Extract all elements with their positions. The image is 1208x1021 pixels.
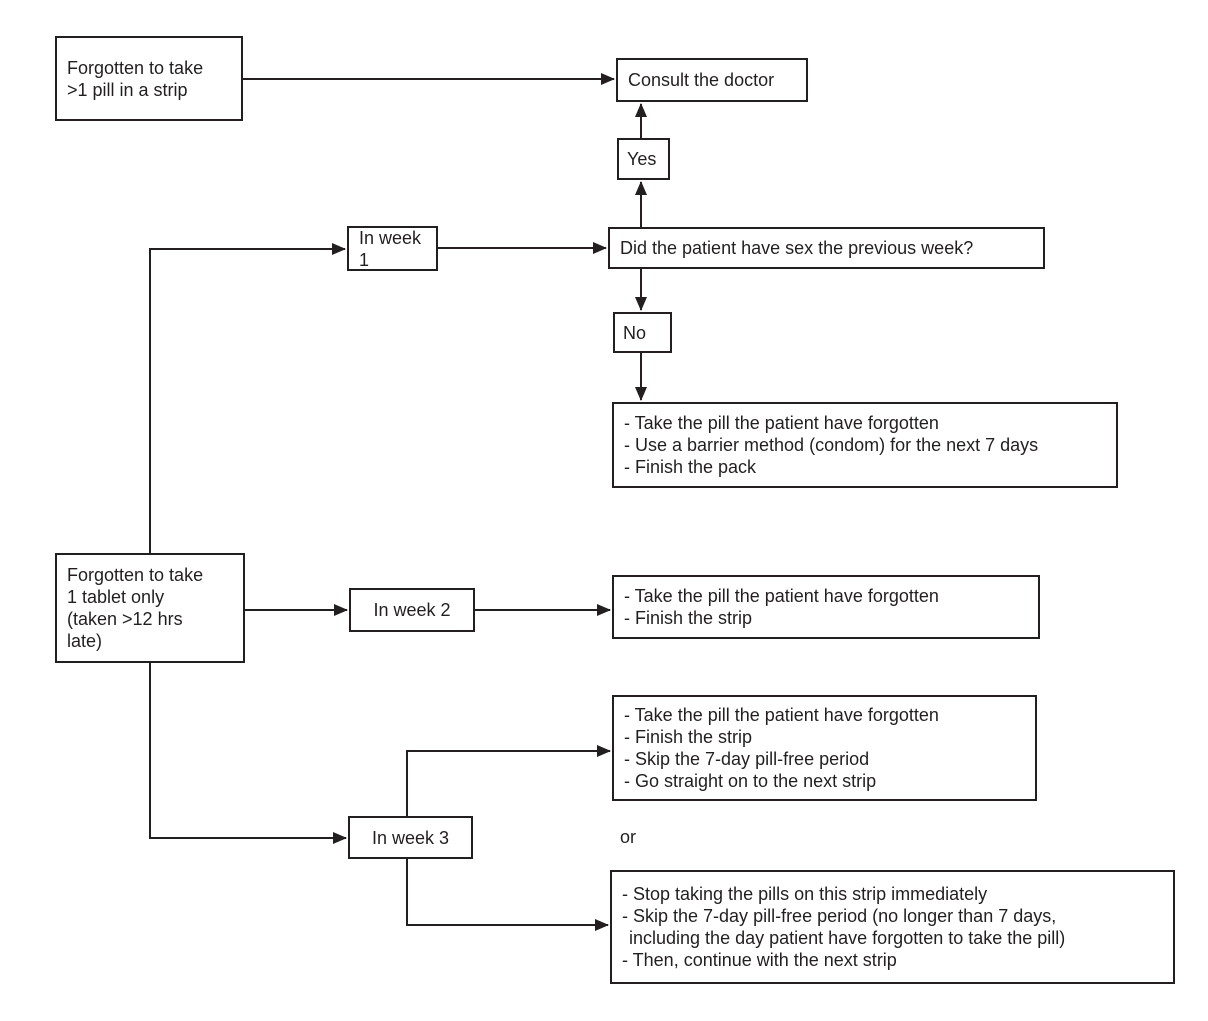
arrow-forgotten-single-to-week1 [149,243,346,553]
week3-option2-item-continuation: including the day patient have forgotten… [629,928,1066,948]
node-forgotten-multiple: Forgotten to take >1 pill in a strip [55,36,243,121]
arrow-forgotten-single-to-week3 [149,663,347,844]
node-in-week-2: In week 2 [349,588,475,632]
node-in-week-1-label: In week 1 [359,227,422,270]
week2-action-item: - Finish the strip [624,608,753,628]
arrow-week3-to-option1 [406,745,611,816]
or-label: or [620,827,637,847]
arrow-week3-to-option2 [406,859,609,931]
week1-action-item: - Take the pill the patient have forgott… [624,413,939,433]
node-in-week-3-label: In week 3 [371,827,450,848]
week3-option1-item: - Go straight on to the next strip [624,771,877,791]
node-forgotten-single: Forgotten to take 1 tablet only (taken >… [55,553,245,663]
node-in-week-2-label: In week 2 [373,600,451,620]
node-week3-option1: - Take the pill the patient have forgott… [612,695,1037,801]
week1-action-item: - Finish the pack [624,457,757,477]
week3-option1-item: - Finish the strip [624,727,753,747]
node-consult-doctor: Consult the doctor [616,58,808,102]
week1-action-item: - Use a barrier method (condom) for the … [624,435,1039,455]
week3-option2-item: - Skip the 7-day pill-free period (no lo… [622,906,1057,926]
node-week2-actions: - Take the pill the patient have forgott… [612,575,1040,639]
week2-action-item: - Take the pill the patient have forgott… [624,586,939,606]
node-no-label: No [623,322,647,343]
node-forgotten-multiple-label: Forgotten to take >1 pill in a strip [67,57,204,100]
node-no: No [613,312,672,353]
node-in-week-3: In week 3 [348,816,473,859]
week3-option1-item: - Take the pill the patient have forgott… [624,705,939,725]
node-in-week-1: In week 1 [347,226,438,271]
week3-option2-item: - Stop taking the pills on this strip im… [622,884,988,904]
week3-option1-item: - Skip the 7-day pill-free period [624,749,870,769]
node-yes-label: Yes [627,149,657,169]
node-yes: Yes [617,138,670,180]
node-question-sex-previous-week-label: Did the patient have sex the previous we… [620,238,974,258]
node-forgotten-single-label: Forgotten to take 1 tablet only (taken >… [67,565,204,651]
node-week1-actions: - Take the pill the patient have forgott… [612,402,1118,488]
node-question-sex-previous-week: Did the patient have sex the previous we… [608,227,1045,269]
node-week3-option2: - Stop taking the pills on this strip im… [610,870,1175,984]
week3-option2-item: - Then, continue with the next strip [622,950,897,970]
node-consult-doctor-label: Consult the doctor [628,70,775,90]
